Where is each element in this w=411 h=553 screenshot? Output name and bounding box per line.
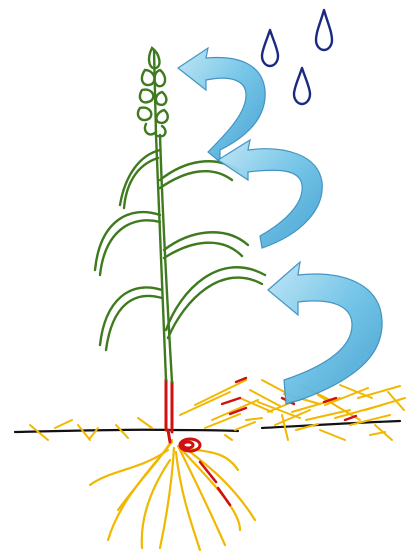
wheat-plant-icon	[95, 48, 265, 382]
curved-arrow-icon	[178, 48, 265, 162]
roots	[90, 440, 255, 550]
water-drops	[262, 10, 332, 104]
curved-arrow-icon	[268, 262, 382, 404]
curved-arrows	[178, 48, 382, 404]
curved-arrow-icon	[218, 140, 322, 248]
water-drop-icon	[262, 30, 278, 66]
plant-base	[166, 380, 200, 451]
water-drop-icon	[316, 10, 332, 50]
water-drop-icon	[294, 68, 310, 104]
